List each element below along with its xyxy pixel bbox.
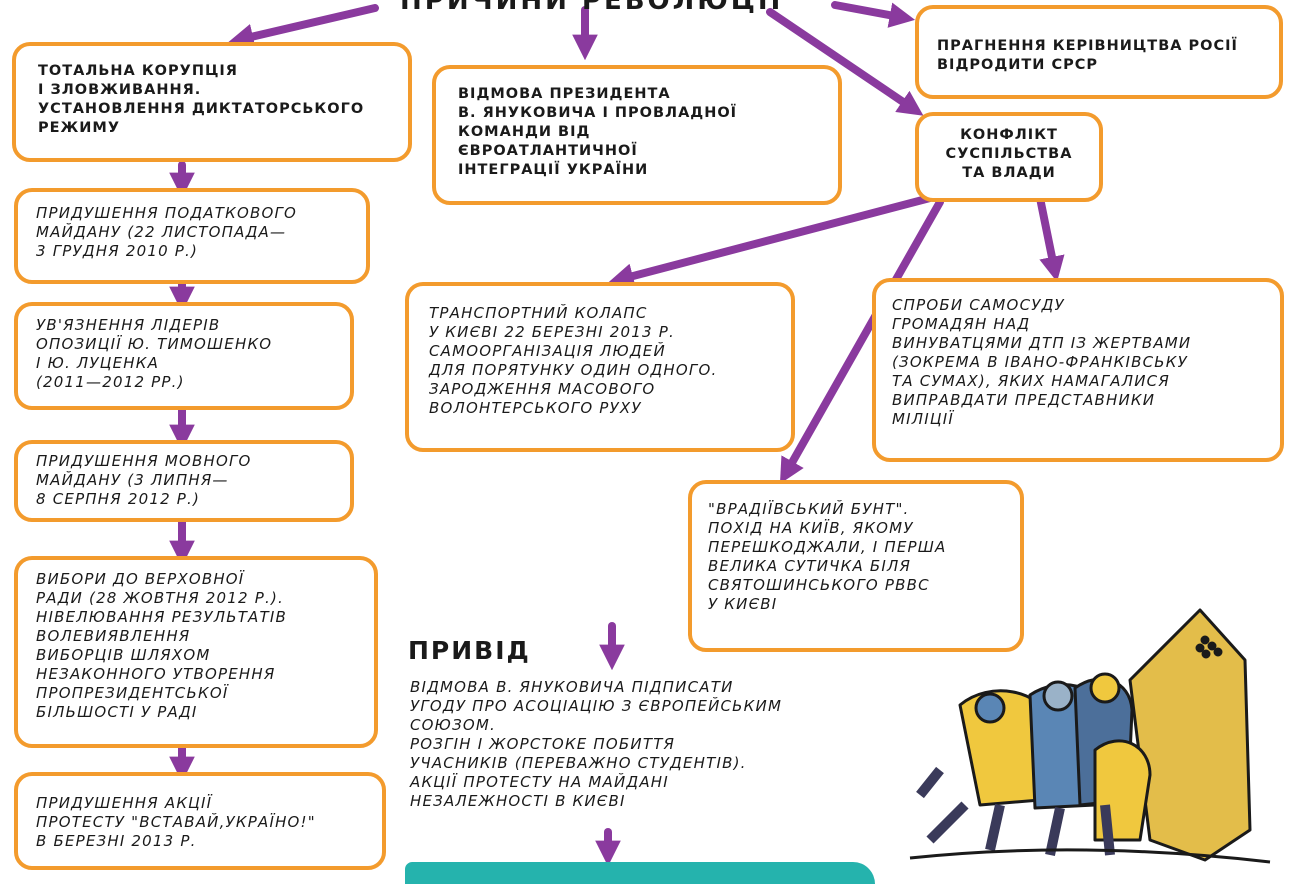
arrow-conflict-to-vradiivka (779, 198, 944, 484)
box-conflict: КОНФЛІКТ СУСПІЛЬСТВА ТА ВЛАДИ (915, 112, 1103, 202)
box-transport: ТРАНСПОРТНИЙ КОЛАПС У КИЄВІ 22 БЕРЕЗНІ 2… (405, 282, 795, 452)
box-imprisonment: УВ'ЯЗНЕННЯ ЛІДЕРІВ ОПОЗИЦІЇ Ю. ТИМОШЕНКО… (14, 302, 354, 410)
arrow-title-to-corruption (228, 4, 379, 49)
box-vradiivka: "ВРАДІЇВСЬКИЙ БУНТ". ПОХІД НА КИЇВ, ЯКОМ… (688, 480, 1024, 652)
box-corruption: ТОТАЛЬНА КОРУПЦІЯ І ЗЛОВЖИВАННЯ. УСТАНОВ… (12, 42, 412, 162)
box-vstavai: ПРИДУШЕННЯ АКЦІЇ ПРОТЕСТУ "ВСТАВАЙ,УКРАЇ… (14, 772, 386, 870)
box-refusal-integration: ВІДМОВА ПРЕЗИДЕНТА В. ЯНУКОВИЧА І ПРОВЛА… (432, 65, 842, 205)
trigger-heading: ПРИВІД (408, 636, 531, 665)
arrow-conflict-to-lynching (1036, 194, 1065, 283)
box-tax-maidan: ПРИДУШЕННЯ ПОДАТКОВОГО МАЙДАНУ (22 ЛИСТО… (14, 188, 370, 284)
arrow-title-to-conflict (766, 8, 924, 116)
box-lynching: СПРОБИ САМОСУДУ ГРОМАДЯН НАД ВИНУВАТЦЯМИ… (872, 278, 1284, 462)
box-language-maidan: ПРИДУШЕННЯ МОВНОГО МАЙДАНУ (3 ЛИПНЯ— 8 С… (14, 440, 354, 522)
trigger-text: ВІДМОВА В. ЯНУКОВИЧА ПІДПИСАТИ УГОДУ ПРО… (410, 678, 783, 810)
teal-banner-strip (405, 862, 875, 884)
protesters-illustration (909, 608, 1271, 864)
box-elections: ВИБОРИ ДО ВЕРХОВНОЇ РАДИ (28 ЖОВТНЯ 2012… (14, 556, 378, 748)
diagram-title-partial: ПРИЧИНИ РЕВОЛЮЦІЇ (400, 0, 784, 16)
arrow-title-to-russia (831, 1, 916, 28)
box-russia-ussr: ПРАГНЕННЯ КЕРІВНИЦТВА РОСІЇ ВІДРОДИТИ СР… (915, 5, 1283, 99)
arrow-conflict-to-transport (608, 194, 934, 289)
